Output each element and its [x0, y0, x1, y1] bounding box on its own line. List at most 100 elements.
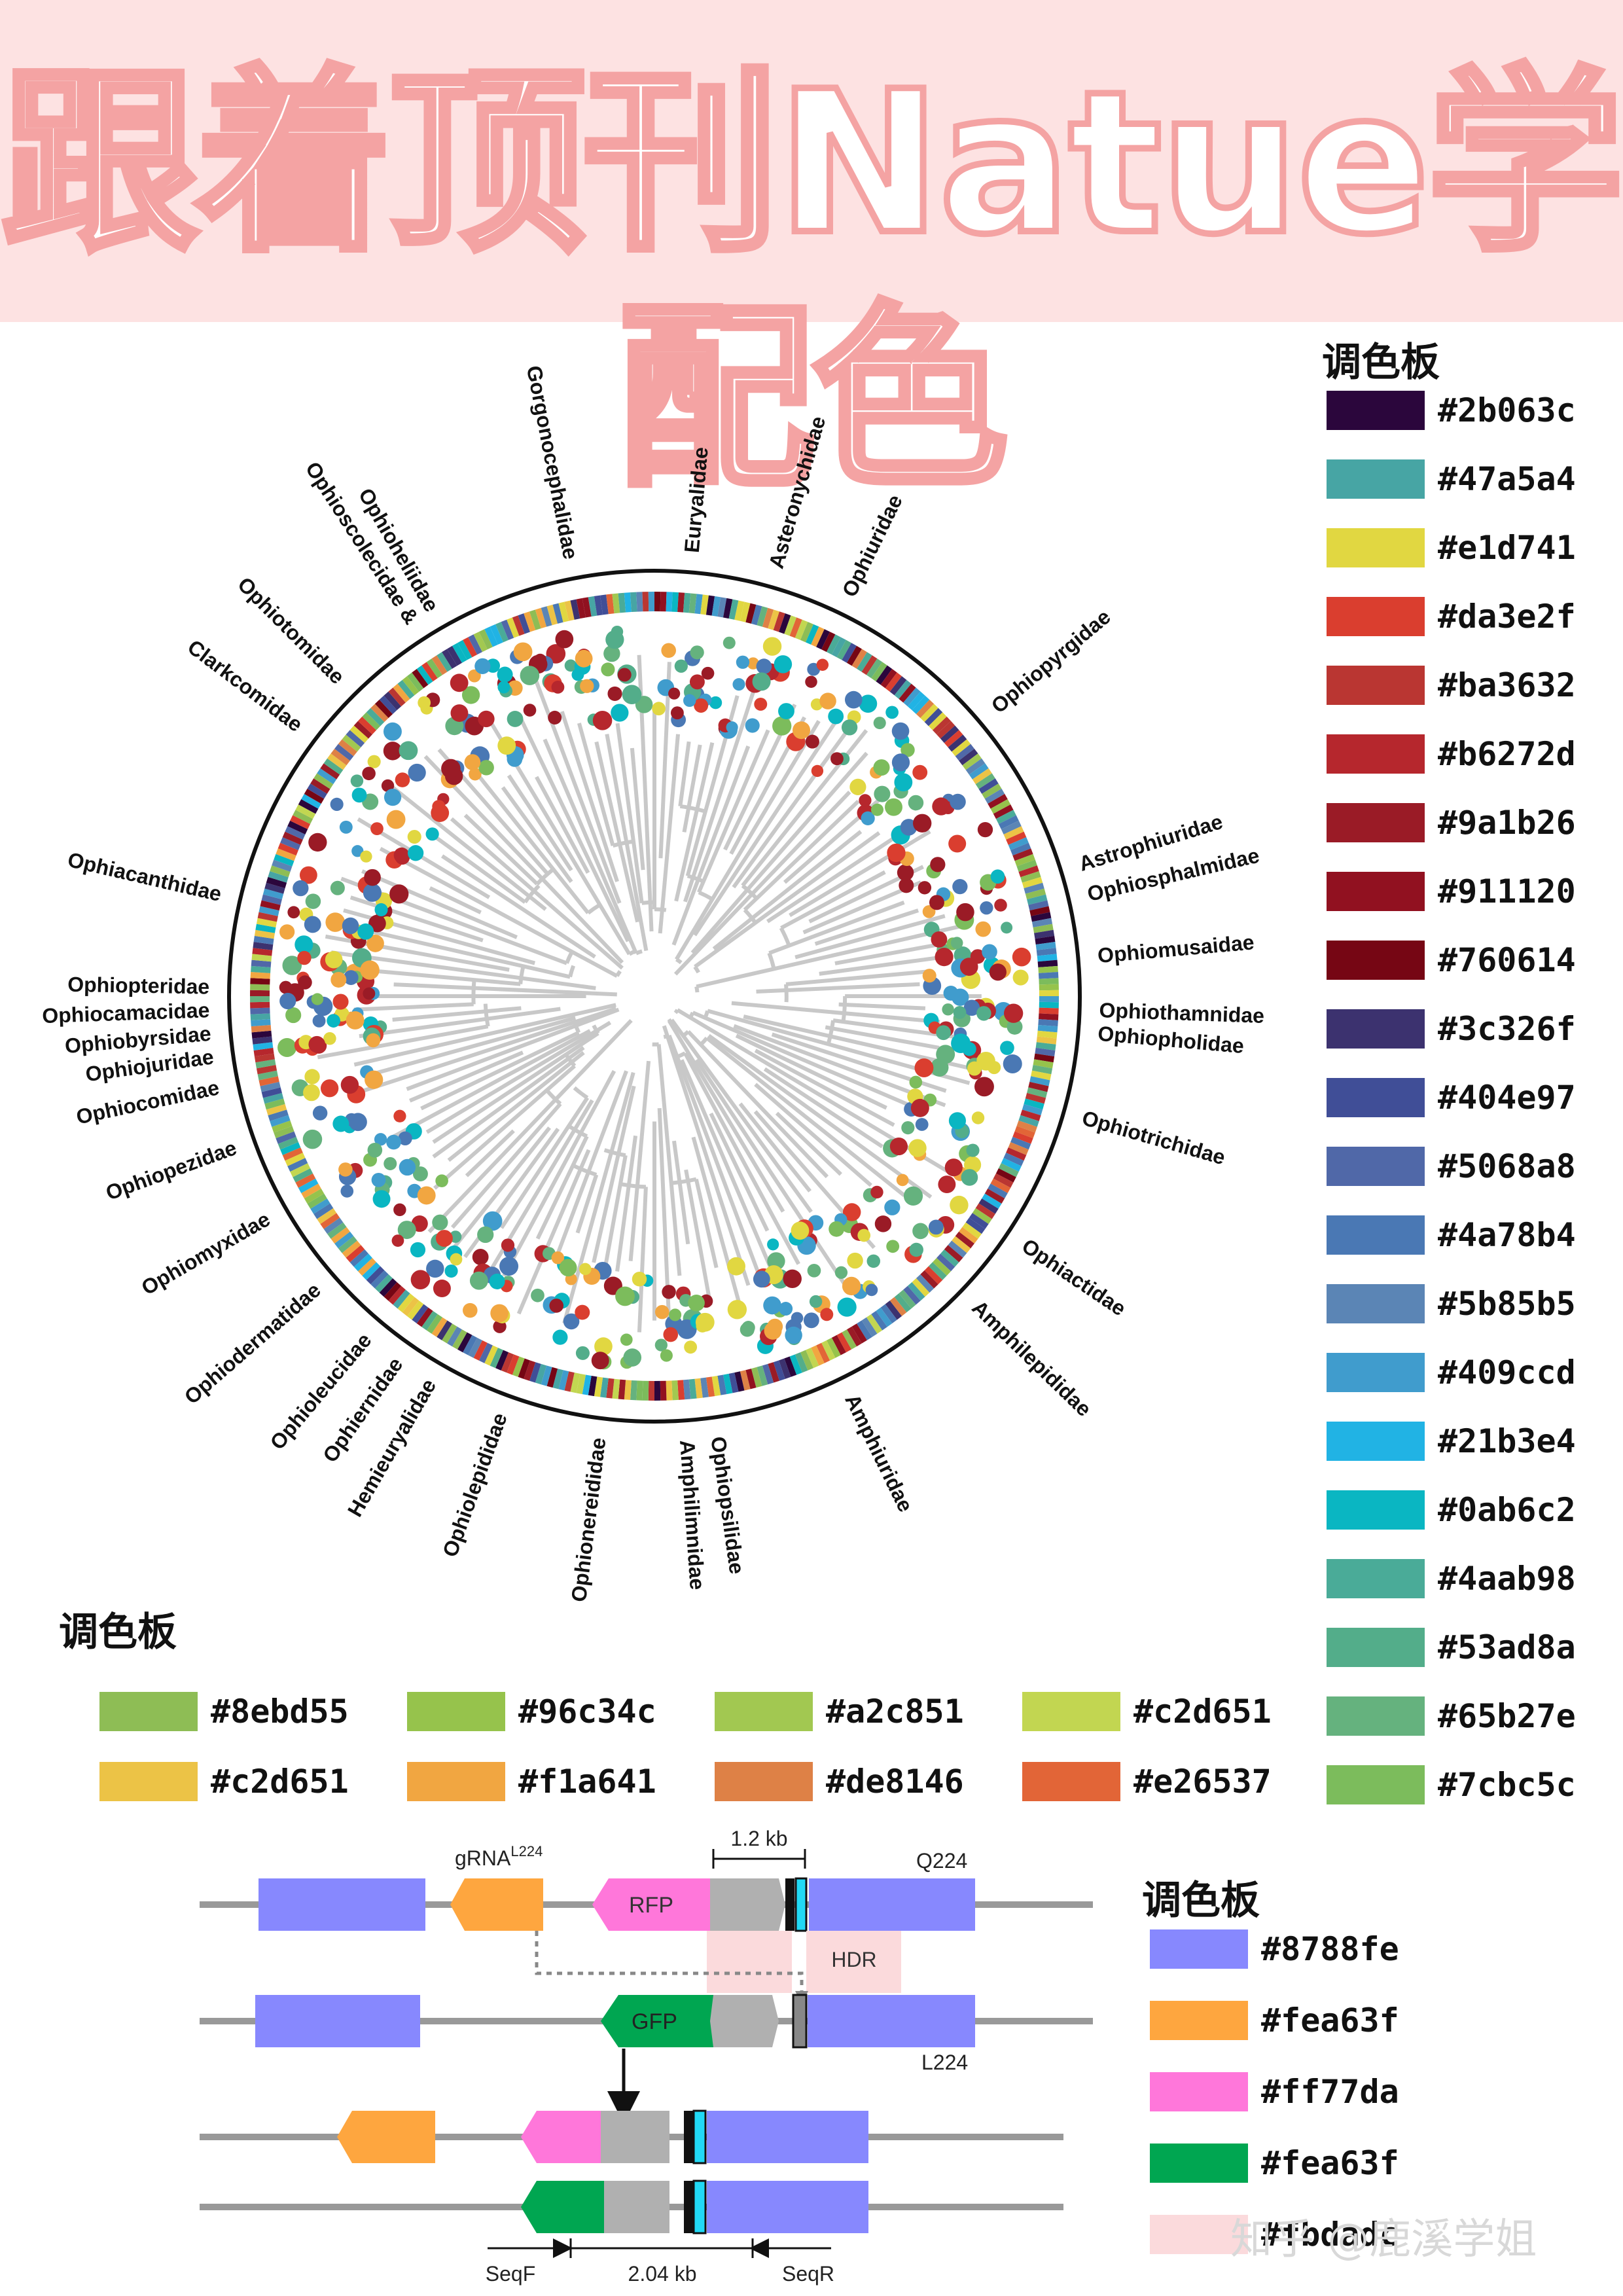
color-band-segment	[1022, 1103, 1043, 1116]
color-band-segment	[468, 634, 482, 655]
tip-dot	[435, 1230, 453, 1247]
color-band-segment	[636, 1380, 643, 1401]
color-band-segment	[998, 1163, 1019, 1177]
tip-dot	[837, 1297, 857, 1317]
color-band-segment	[406, 1300, 424, 1320]
tip-dot	[1007, 1018, 1023, 1035]
tip-dot	[987, 1060, 1001, 1075]
tip-dot	[966, 1143, 980, 1157]
tree-branch	[838, 1002, 926, 1011]
color-band-segment	[990, 1178, 1011, 1193]
tip-dot	[386, 810, 406, 829]
tip-dot	[772, 716, 792, 736]
tip-dot	[393, 1203, 406, 1217]
color-band-segment	[978, 778, 999, 794]
color-band-segment	[857, 652, 872, 672]
color-band-segment	[982, 1193, 1002, 1209]
color-band-segment	[307, 1193, 327, 1209]
tip-dot	[695, 1312, 715, 1332]
tree-arc	[694, 986, 700, 993]
color-band-segment	[995, 810, 1016, 824]
color-band-segment	[570, 599, 580, 620]
tip-dot	[754, 697, 768, 711]
tree-branch	[429, 832, 527, 904]
color-band-segment	[734, 1371, 745, 1392]
color-band-segment	[251, 960, 272, 968]
tree-branch	[359, 1007, 561, 1039]
color-band-segment	[924, 708, 943, 726]
palette-bottom-hex-label: #de8146	[826, 1763, 964, 1801]
tip-dot	[418, 696, 431, 709]
tree-branch	[667, 1034, 761, 1276]
tip-dot	[857, 1229, 871, 1242]
tree-branch	[690, 751, 868, 954]
color-band-segment	[969, 763, 989, 780]
color-band-segment	[250, 984, 270, 991]
tip-dot	[579, 1263, 592, 1276]
color-band-segment	[416, 665, 433, 685]
tree-branch	[501, 786, 573, 884]
tree-branch	[775, 1111, 842, 1176]
color-band-segment	[588, 1376, 597, 1397]
color-band-segment	[811, 1345, 825, 1366]
color-band-segment	[1008, 837, 1029, 851]
tip-dot	[914, 1058, 934, 1078]
palette-constructs-swatch	[1150, 2001, 1248, 2040]
homology-arm	[601, 2111, 669, 2163]
exon-block	[707, 2181, 868, 2233]
color-band-segment	[677, 1380, 685, 1400]
color-band-segment	[1038, 965, 1058, 973]
marker-black	[684, 2181, 693, 2233]
color-band-segment	[346, 730, 365, 747]
color-band-segment	[254, 1053, 275, 1063]
color-band-segment	[338, 1236, 357, 1253]
tree-branch	[825, 1025, 940, 1050]
color-band-segment	[290, 815, 311, 829]
color-band-segment	[310, 778, 330, 794]
color-band-segment	[1018, 1115, 1039, 1127]
tip-dot	[497, 666, 513, 683]
homology-arm	[710, 1878, 785, 1931]
color-band-segment	[261, 1087, 282, 1098]
tree-branch	[679, 1059, 773, 1268]
tip-dot	[961, 1169, 978, 1186]
color-band-segment	[260, 900, 281, 911]
tip-dot	[874, 785, 891, 802]
color-band-segment	[751, 604, 762, 626]
color-band-segment	[301, 794, 321, 809]
tip-dot	[778, 703, 794, 719]
color-band-segment	[307, 783, 327, 799]
color-band-segment	[277, 1136, 298, 1150]
color-band-segment	[912, 1278, 930, 1297]
tip-dot	[551, 1251, 565, 1265]
tree-branch	[361, 869, 518, 939]
color-band-segment	[768, 609, 779, 630]
tip-dot	[870, 803, 883, 816]
color-band-segment	[252, 948, 273, 956]
tip-dot	[513, 642, 533, 662]
color-band-segment	[907, 1282, 925, 1301]
color-band-segment	[484, 626, 498, 647]
palette-constructs-hex-label: #ff77da	[1261, 2073, 1399, 2111]
color-band-segment	[920, 704, 938, 723]
color-band-segment	[933, 716, 952, 735]
color-band-segment	[745, 1369, 757, 1390]
tip-dot	[841, 719, 858, 736]
tree-branch	[379, 847, 618, 978]
tree-arc	[841, 996, 847, 1022]
color-band-segment	[274, 1126, 294, 1139]
color-band-segment	[694, 1378, 703, 1399]
tree-branch	[705, 1036, 906, 1197]
color-band-segment	[1037, 1024, 1058, 1033]
tip-dot	[740, 1322, 755, 1337]
tree-branch	[691, 1136, 741, 1302]
color-band-segment	[512, 615, 525, 636]
tip-dot	[767, 1238, 779, 1251]
color-band-segment	[257, 1070, 278, 1081]
color-band-segment	[654, 592, 661, 612]
tip-dot	[444, 1264, 458, 1278]
color-band-segment	[320, 1213, 340, 1229]
color-band-segment	[636, 592, 643, 612]
color-band-segment	[274, 853, 294, 867]
color-band-segment	[995, 1168, 1016, 1183]
